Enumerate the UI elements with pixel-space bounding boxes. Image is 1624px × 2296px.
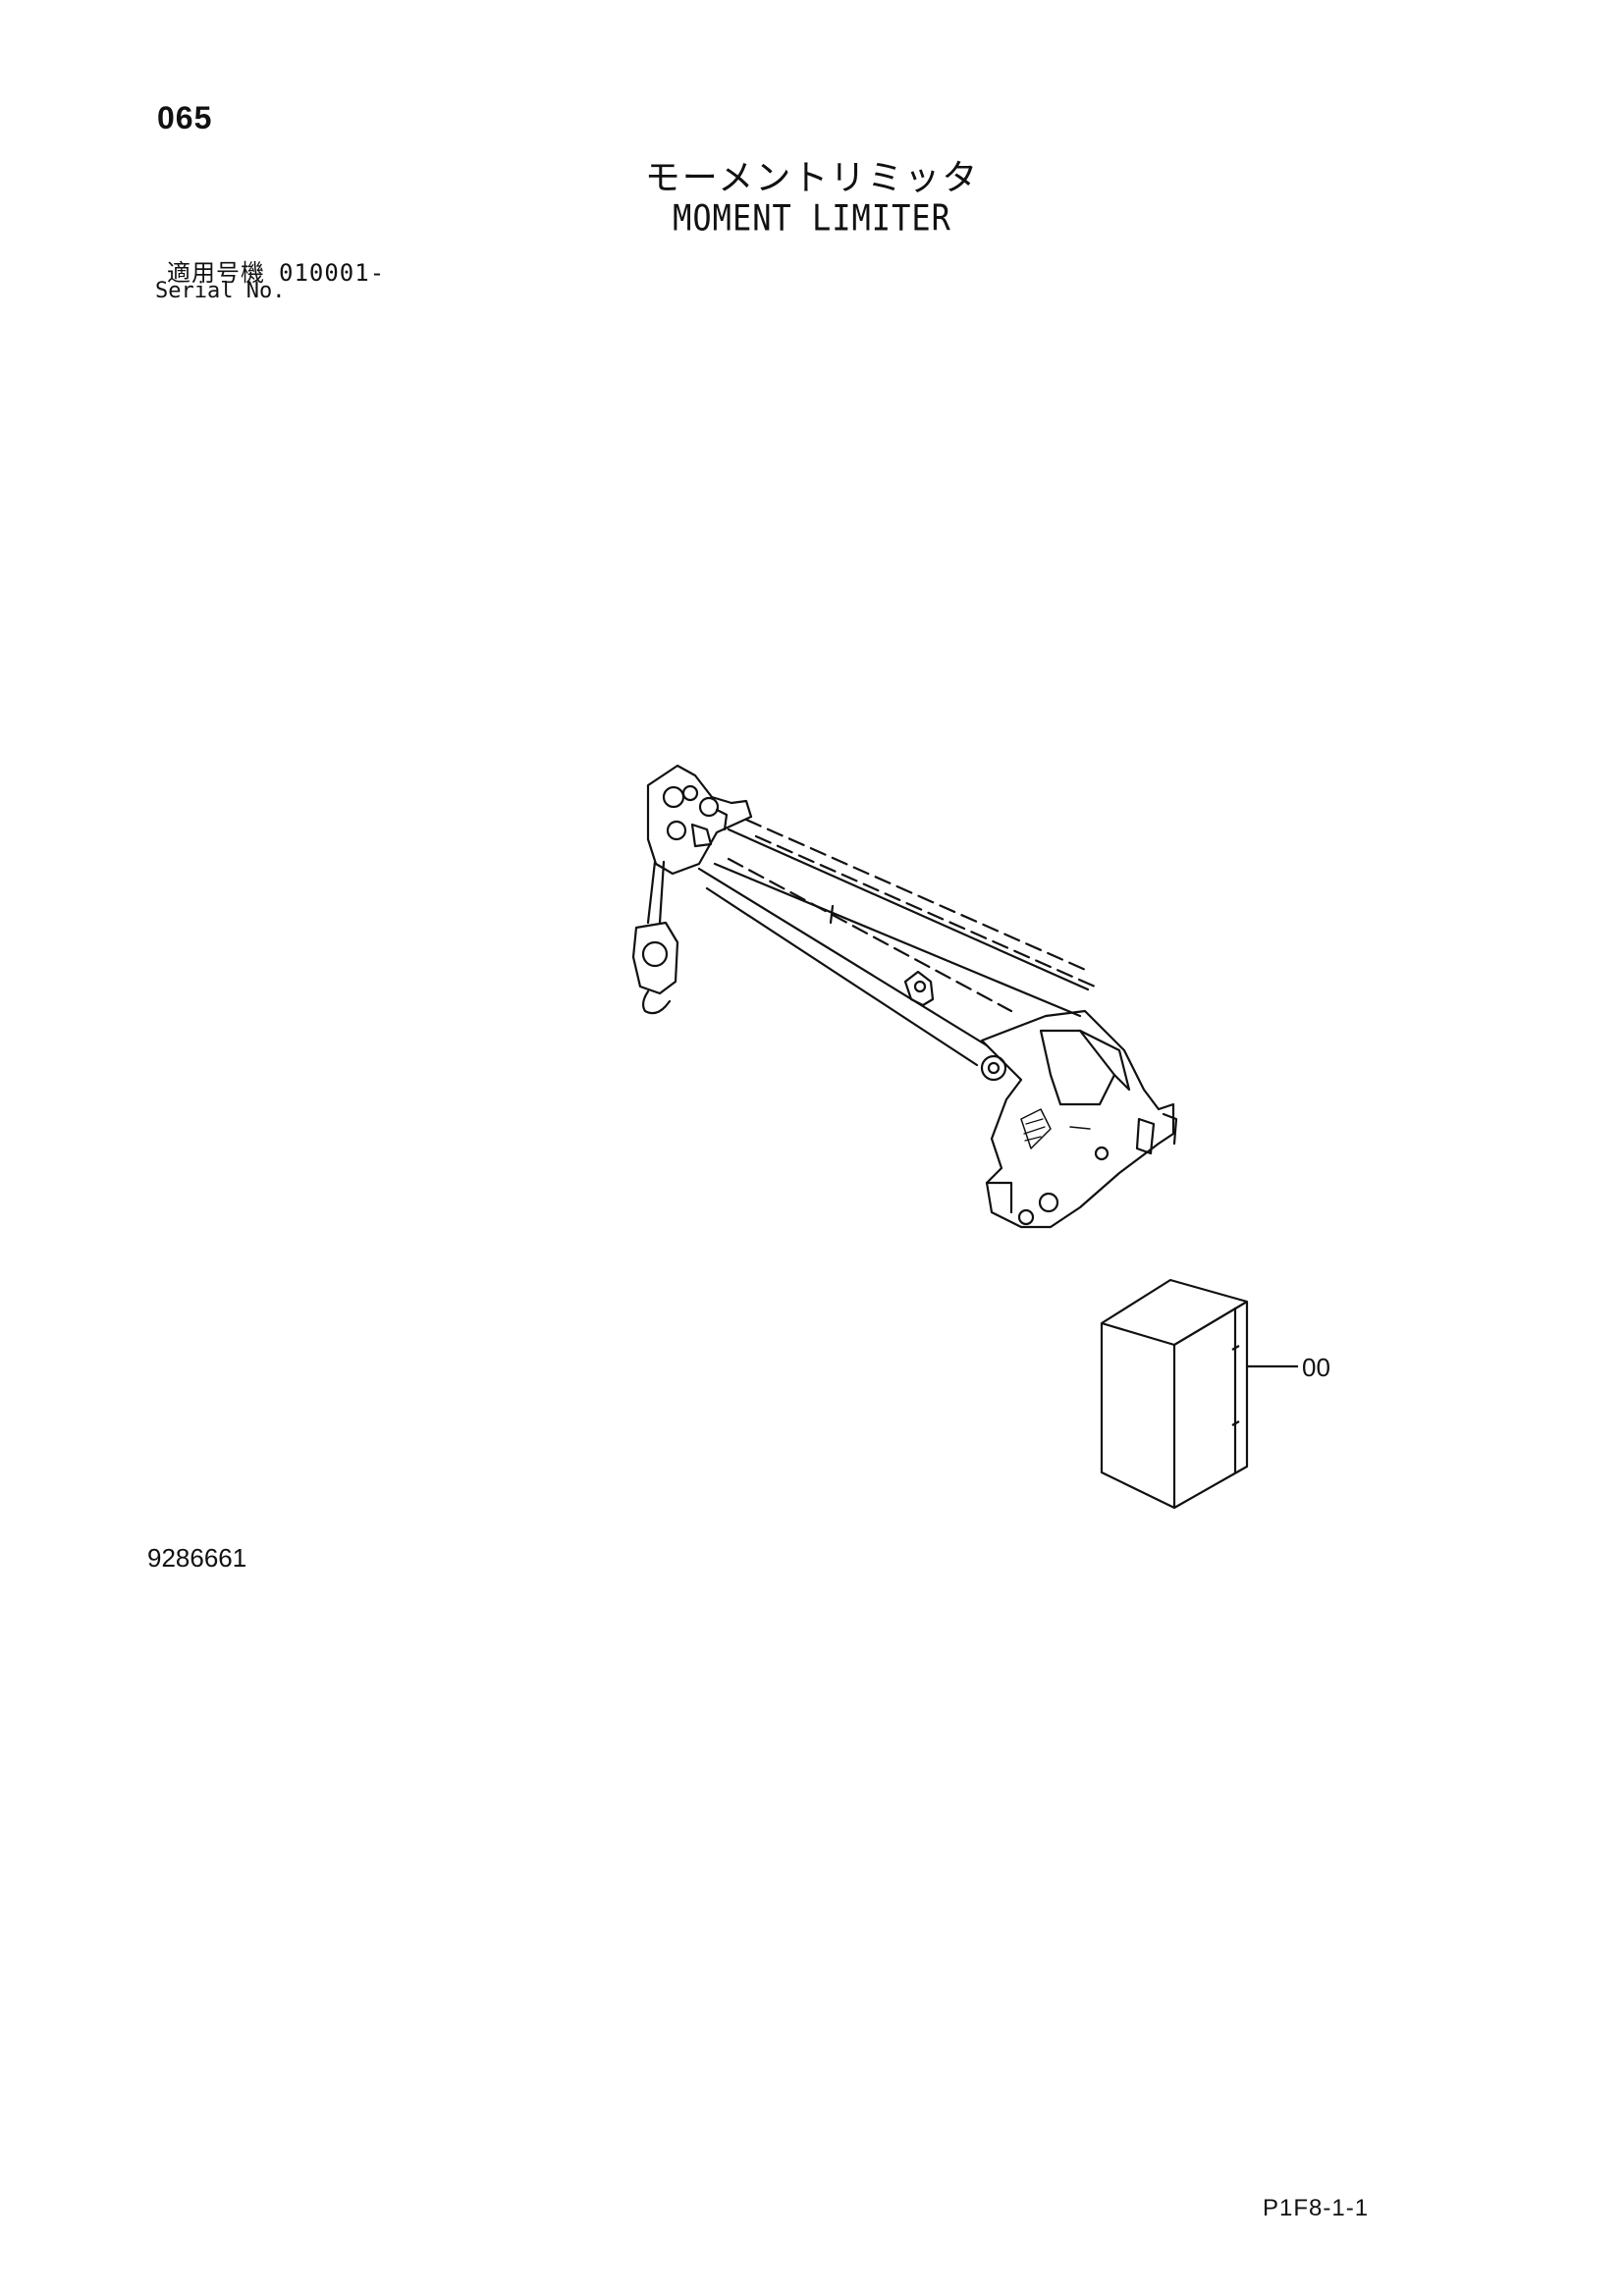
page-title-en: MOMENT LIMITER	[673, 196, 951, 240]
figure-number: 9286661	[147, 1543, 247, 1573]
serial-label-en: Serial No.	[155, 279, 286, 303]
page-number: 065	[157, 100, 213, 135]
page-code: P1F8-1-1	[1263, 2195, 1370, 2221]
page-title-jp: モーメントリミッタ	[644, 158, 980, 198]
serial-value: 010001-	[279, 259, 386, 287]
serial-label-jp-line: 適用号機 010001-	[167, 253, 385, 288]
crane-boom-drawing	[631, 764, 1178, 1229]
callout-label-00: 00	[1302, 1353, 1330, 1382]
serial-label-jp: 適用号機	[167, 259, 265, 287]
moment-limiter-box-drawing	[1100, 1278, 1298, 1510]
